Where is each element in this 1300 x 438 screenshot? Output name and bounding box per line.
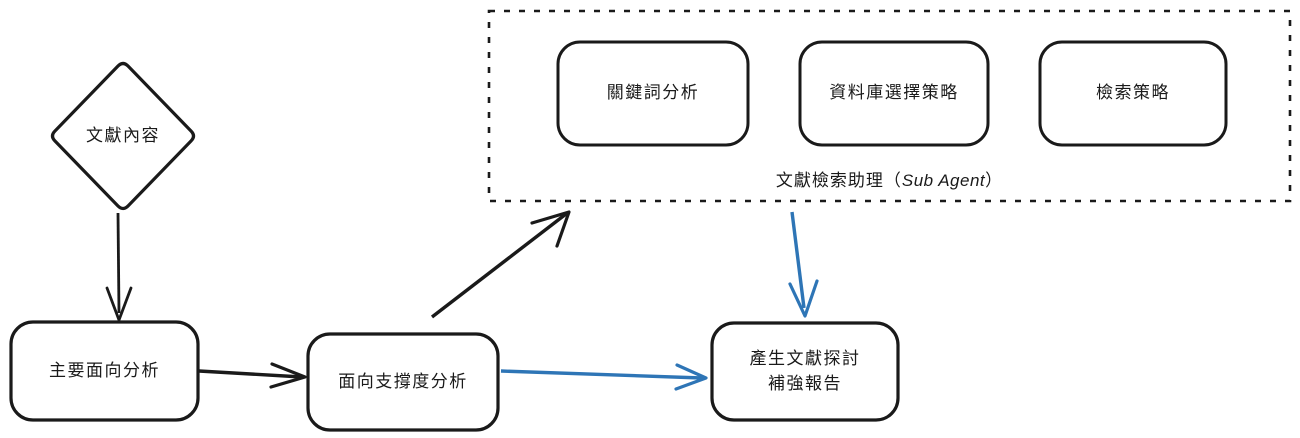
process-node-generate-report-box[interactable] bbox=[710, 321, 900, 422]
sub-agent-item-database-selection-box[interactable] bbox=[798, 40, 990, 147]
sub-agent-caption-cjk-open: 文獻檢索助理（ bbox=[775, 171, 902, 190]
sub-agent-item-search-strategy-box[interactable] bbox=[1038, 40, 1228, 147]
process-node-aspect-support-analysis-box[interactable] bbox=[306, 332, 500, 432]
connector-support-to-subagent-icon bbox=[430, 210, 571, 319]
connector-support-to-report-icon bbox=[500, 363, 708, 391]
connector-main-to-support-icon bbox=[198, 362, 307, 389]
connector-content-to-main-icon bbox=[105, 212, 133, 322]
sub-agent-caption-latin: Sub Agent bbox=[901, 171, 986, 190]
connector-subagent-to-report-icon bbox=[788, 211, 819, 318]
sub-agent-group-caption: 文獻檢索助理（Sub Agent） bbox=[489, 166, 1290, 191]
process-node-main-aspect-analysis-box[interactable] bbox=[9, 320, 200, 422]
sub-agent-caption-cjk-close: ） bbox=[985, 171, 1004, 190]
start-node-diamond[interactable] bbox=[50, 61, 196, 211]
sub-agent-item-keyword-analysis-box[interactable] bbox=[556, 40, 750, 147]
